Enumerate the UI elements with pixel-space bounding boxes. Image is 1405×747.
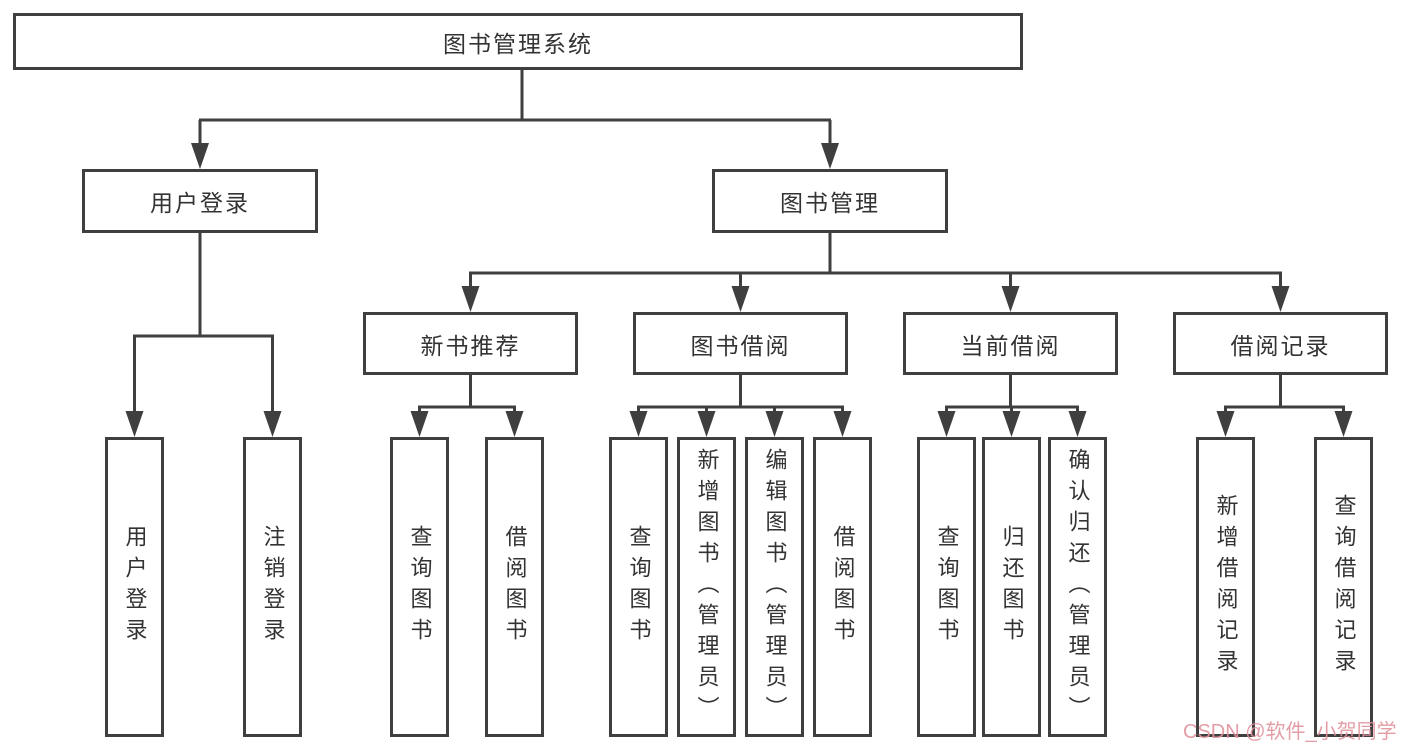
node-user-login-label: 用户登录 — [150, 190, 250, 216]
leaf-recommend-borrow-book: 借阅图书 — [485, 437, 544, 737]
arrow-down-icon — [821, 143, 839, 169]
arrow-down-icon — [697, 411, 716, 437]
arrow-down-icon — [505, 411, 524, 437]
arrow-down-icon — [765, 411, 784, 437]
arrow-down-icon — [1001, 286, 1020, 312]
node-new-book-recommend-label: 新书推荐 — [420, 332, 521, 359]
leaf-current-confirm-return-admin: 确认归还（管理员） — [1048, 437, 1107, 737]
leaf-user-login: 用户登录 — [105, 437, 164, 737]
leaf-current-query-book-label: 查询图书 — [934, 525, 960, 649]
leaf-record-query-label: 查询借阅记录 — [1331, 494, 1357, 680]
node-borrow-record: 借阅记录 — [1173, 312, 1388, 375]
leaf-logout: 注销登录 — [243, 437, 302, 737]
leaf-record-query: 查询借阅记录 — [1314, 437, 1373, 737]
node-book-mgmt: 图书管理 — [712, 169, 948, 233]
connector-mgmt-to-modules — [461, 233, 1290, 312]
arrow-down-icon — [1334, 411, 1353, 437]
connector-recommend-to-leaves — [410, 375, 524, 437]
arrow-down-icon — [1002, 411, 1021, 437]
node-borrow-record-label: 借阅记录 — [1230, 332, 1331, 359]
node-new-book-recommend: 新书推荐 — [363, 312, 578, 375]
arrow-down-icon — [461, 286, 480, 312]
leaf-borrow-borrow-book-label: 借阅图书 — [830, 525, 856, 649]
arrow-down-icon — [731, 286, 750, 312]
arrow-down-icon — [629, 411, 648, 437]
arrow-down-icon — [833, 411, 852, 437]
node-book-borrow: 图书借阅 — [633, 312, 848, 375]
arrow-down-icon — [937, 411, 956, 437]
leaf-borrow-add-book-admin: 新增图书（管理员） — [677, 437, 736, 737]
leaf-borrow-edit-book-admin-label: 编辑图书（管理员） — [762, 447, 788, 727]
leaf-recommend-query-book: 查询图书 — [390, 437, 449, 737]
connector-root-to-branches — [191, 69, 839, 169]
arrow-down-icon — [1068, 411, 1087, 437]
node-book-mgmt-label: 图书管理 — [780, 190, 880, 216]
connector-current-to-leaves — [937, 375, 1087, 437]
connector-borrow-to-leaves — [629, 375, 852, 437]
node-current-borrow: 当前借阅 — [903, 312, 1118, 375]
leaf-user-login-label: 用户登录 — [122, 525, 148, 649]
arrow-down-icon — [191, 143, 209, 169]
node-book-borrow-label: 图书借阅 — [690, 332, 791, 359]
leaf-current-query-book: 查询图书 — [917, 437, 976, 737]
leaf-current-confirm-return-admin-label: 确认归还（管理员） — [1065, 447, 1091, 727]
leaf-recommend-borrow-book-label: 借阅图书 — [502, 525, 528, 649]
arrow-down-icon — [410, 411, 429, 437]
leaf-logout-label: 注销登录 — [260, 525, 286, 649]
leaf-borrow-query-book: 查询图书 — [609, 437, 668, 737]
arrow-down-icon — [1216, 411, 1235, 437]
leaf-borrow-query-book-label: 查询图书 — [626, 525, 652, 649]
arrow-down-icon — [125, 411, 144, 437]
node-root: 图书管理系统 — [13, 13, 1023, 70]
connector-record-to-leaves — [1216, 375, 1353, 437]
connector-login-to-leaves — [125, 233, 282, 437]
leaf-borrow-edit-book-admin: 编辑图书（管理员） — [745, 437, 804, 737]
leaf-record-add: 新增借阅记录 — [1196, 437, 1255, 737]
leaf-record-add-label: 新增借阅记录 — [1213, 494, 1239, 680]
leaf-current-return-book-label: 归还图书 — [999, 525, 1025, 649]
arrow-down-icon — [263, 411, 282, 437]
leaf-borrow-add-book-admin-label: 新增图书（管理员） — [694, 447, 720, 727]
arrow-down-icon — [1271, 286, 1290, 312]
node-current-borrow-label: 当前借阅 — [960, 332, 1061, 359]
leaf-recommend-query-book-label: 查询图书 — [407, 525, 433, 649]
node-root-label: 图书管理系统 — [443, 30, 593, 57]
node-user-login: 用户登录 — [82, 169, 318, 233]
leaf-current-return-book: 归还图书 — [982, 437, 1041, 737]
leaf-borrow-borrow-book: 借阅图书 — [813, 437, 872, 737]
